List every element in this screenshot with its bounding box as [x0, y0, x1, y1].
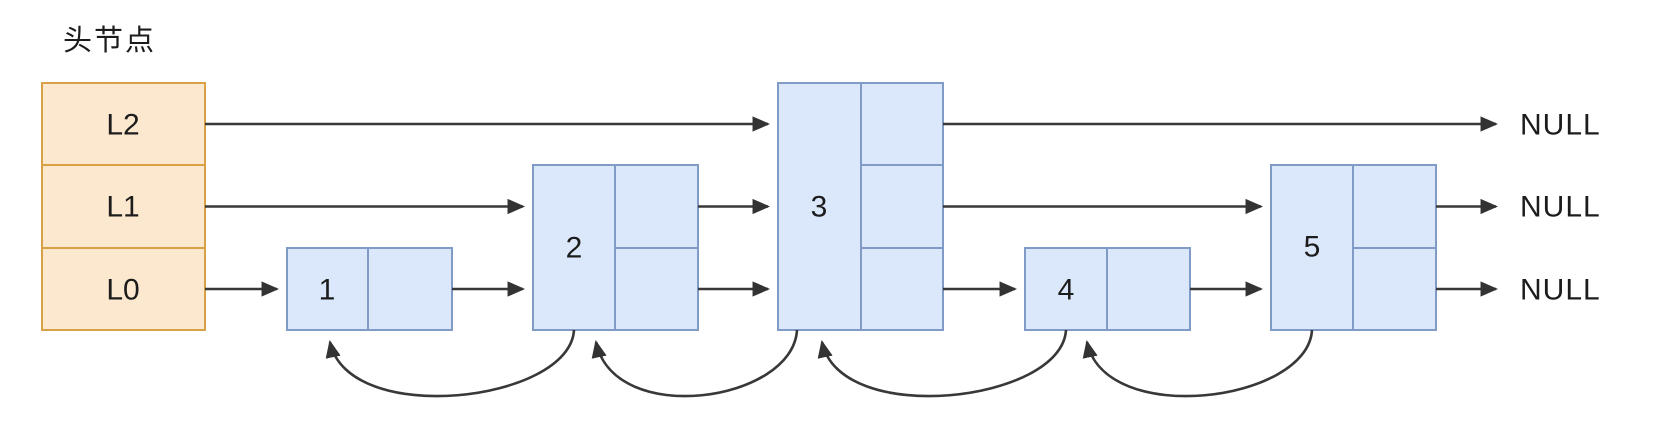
null-label-l1: NULL: [1520, 191, 1601, 224]
node-1-box: [286, 247, 453, 331]
arrow-back-node2-to-node1: [325, 329, 576, 398]
null-label-l2: NULL: [1520, 109, 1601, 142]
node-3: 3: [777, 82, 944, 331]
head-cell-l2: [41, 82, 206, 166]
arrow-back-node5-to-node4: [1082, 329, 1314, 398]
backward-arrows: [325, 329, 1314, 398]
head-level-label-l0: L0: [106, 274, 139, 307]
arrow-back-node4-to-node3: [817, 329, 1068, 398]
node-5: 5: [1270, 164, 1437, 331]
node-5-label: 5: [1304, 231, 1321, 264]
head-level-label-l1: L1: [106, 191, 139, 224]
node-2: 2: [532, 164, 699, 331]
null-terminators: NULL NULL NULL: [1520, 109, 1601, 307]
head-node-title: 头节点: [63, 24, 156, 57]
arrow-back-node3-to-node2: [591, 329, 799, 398]
head-cell-l0: [41, 247, 206, 331]
node-4-label: 4: [1058, 274, 1075, 307]
node-3-label: 3: [811, 191, 828, 224]
null-label-l0: NULL: [1520, 274, 1601, 307]
node-4: 4: [1024, 247, 1191, 331]
node-2-label: 2: [566, 232, 583, 265]
node-1: 1: [286, 247, 453, 331]
head-node: 头节点 L2 L1 L0: [41, 24, 206, 331]
node-1-label: 1: [319, 274, 336, 307]
head-level-label-l2: L2: [106, 109, 139, 142]
head-cell-l1: [41, 164, 206, 249]
